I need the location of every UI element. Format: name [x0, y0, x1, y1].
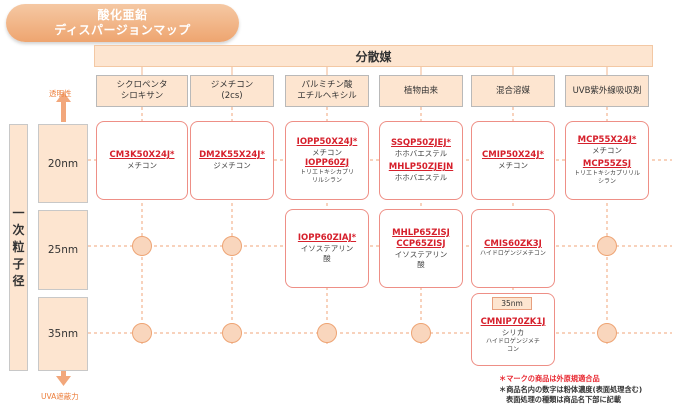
product-name[interactable]: CM3K50X24J* — [109, 150, 175, 160]
product-card-mhlp65zisj[interactable]: MHLP65ZISJ CCP65ZISJ イソステアリン 酸 — [379, 209, 463, 288]
row-label-25nm: 25nm — [38, 210, 88, 290]
uva-shielding-label: UVA遮蔽力 — [41, 392, 79, 401]
product-treatment: ホホバエステル — [394, 173, 448, 182]
column-header-line: パルミチン酸 — [301, 80, 353, 90]
product-name[interactable]: IOPP60ZJ — [304, 157, 349, 168]
title-line-1: 酸化亜鉛 — [97, 8, 148, 22]
product-treatment: イソステアリン — [394, 249, 448, 259]
column-header-dimethicone: ジメチコン (2cs) — [190, 75, 274, 107]
product-card-dm2k55x24j[interactable]: DM2K55X24J* ジメチコン — [190, 121, 274, 200]
arrow-head-up — [56, 92, 71, 102]
title-line-2: ディスパージョンマップ — [54, 23, 191, 37]
product-treatment: ハイドロゲンジメチコン — [480, 250, 546, 257]
column-header-line: (2cs) — [221, 91, 243, 101]
product-name[interactable]: IOPP60ZIAJ* — [297, 233, 357, 243]
product-treatment: メチコン — [127, 161, 157, 170]
product-treatment: コン — [506, 346, 519, 353]
product-name[interactable]: DM2K55X24J* — [199, 150, 265, 160]
column-header-line: シクロペンタ — [116, 80, 168, 90]
dispersion-medium-header: 分散媒 — [94, 45, 653, 67]
product-treatment: ホホバエステル — [394, 149, 448, 158]
product-name[interactable]: MCP55ZSJ — [582, 159, 632, 169]
product-card-cm3k50x24j[interactable]: CM3K50X24J* メチコン — [96, 121, 188, 200]
column-header-cyclopentasiloxane: シクロペンタ シロキサン — [96, 75, 188, 107]
row-label-20nm: 20nm — [38, 124, 88, 203]
product-treatment: シリカ — [501, 328, 525, 337]
product-name[interactable]: CMIP50X24J* — [482, 150, 544, 160]
legend-notes: ＊マークの商品は外原規適合品 ＊商品名内の数字は粉体濃度(表面処理含む) 表面処… — [499, 374, 642, 406]
vertical-title-char: 子 — [12, 257, 25, 271]
particle-size-tag: 35nm — [492, 297, 532, 310]
product-name[interactable]: IOPP50X24J* — [296, 136, 358, 147]
product-name[interactable]: MHLP50ZJEJN — [388, 162, 454, 172]
empty-slot-marker — [411, 323, 431, 343]
arrow-head-down — [56, 376, 71, 386]
product-card-cmis60zk3j[interactable]: CMIS60ZK3J ハイドロゲンジメチコン — [471, 209, 555, 288]
column-header-line: 植物由来 — [403, 85, 438, 96]
empty-slot-marker — [132, 323, 152, 343]
column-header-line: 混合溶媒 — [495, 85, 530, 96]
primary-particle-size-title: 一 次 粒 子 径 — [9, 124, 28, 371]
column-header-line: エチルヘキシル — [297, 91, 357, 101]
column-header-mixed-solvent: 混合溶媒 — [471, 75, 555, 107]
vertical-title-char: 径 — [12, 274, 25, 288]
product-name[interactable]: MHLP65ZISJ — [392, 227, 450, 238]
product-treatment: ハイドロゲンジメチ — [486, 338, 540, 345]
transparency-label: 透明性 — [49, 89, 72, 98]
product-treatment: ジメチコン — [213, 161, 251, 170]
product-name[interactable]: CMIS60ZK3J — [484, 239, 542, 249]
column-header-ethylhexyl-palmitate: パルミチン酸 エチルヘキシル — [285, 75, 369, 107]
empty-slot-marker — [222, 236, 242, 256]
column-header-line: ジメチコン — [210, 80, 254, 90]
product-card-iopp50x24j[interactable]: IOPP50X24J* メチコン IOPP60ZJ トリエトキシカプリ リルシラ… — [285, 121, 369, 200]
empty-slot-marker — [132, 236, 152, 256]
note-line-2: ＊商品名内の数字は粉体濃度(表面処理含む) — [499, 384, 643, 394]
product-treatment: メチコン — [312, 147, 342, 157]
product-treatment: シラン — [597, 178, 616, 185]
note-line-1: ＊マークの商品は外原規適合品 — [499, 374, 600, 383]
product-card-ssqp50zjej[interactable]: SSQP50ZJEJ* ホホバエステル MHLP50ZJEJN ホホバエステル — [379, 121, 463, 200]
empty-slot-marker — [222, 323, 242, 343]
product-treatment: 酸 — [417, 259, 425, 269]
product-treatment: イソステアリン — [300, 244, 354, 253]
empty-slot-marker — [597, 236, 617, 256]
product-treatment: リルシラン — [311, 176, 342, 184]
product-name[interactable]: MCP55X24J* — [577, 135, 637, 145]
empty-slot-marker — [597, 323, 617, 343]
column-header-line: シロキサン — [120, 91, 164, 101]
map-title: 酸化亜鉛 ディスパージョンマップ — [6, 4, 239, 42]
note-line-3: 表面処理の種類は商品名下部に記載 — [506, 395, 622, 404]
product-treatment: メチコン — [592, 146, 622, 155]
product-name[interactable]: SSQP50ZJEJ* — [391, 138, 451, 148]
vertical-title-char: 次 — [12, 223, 25, 237]
product-card-cmip50x24j[interactable]: CMIP50X24J* メチコン — [471, 121, 555, 200]
column-header-uvb-absorber: UVB紫外線吸収剤 — [565, 75, 649, 107]
product-name[interactable]: CMNIP70ZK1J — [480, 317, 546, 327]
column-header-plant-derived: 植物由来 — [379, 75, 463, 107]
product-treatment: トリエトキシカプリリル — [573, 170, 640, 177]
row-label-35nm: 35nm — [38, 297, 88, 371]
arrow-shaft-up — [61, 100, 66, 122]
product-name[interactable]: CCP65ZISJ — [396, 238, 446, 249]
product-card-iopp60ziaj[interactable]: IOPP60ZIAJ* イソステアリン 酸 — [285, 209, 369, 288]
empty-slot-marker — [317, 323, 337, 343]
vertical-title-char: 粒 — [12, 240, 25, 254]
product-card-mcp55x24j[interactable]: MCP55X24J* メチコン MCP55ZSJ トリエトキシカプリリル シラン — [565, 121, 649, 200]
arrow-shaft-down — [61, 366, 66, 378]
product-treatment: 酸 — [323, 254, 331, 263]
vertical-title-char: 一 — [12, 206, 25, 220]
column-header-line: UVB紫外線吸収剤 — [572, 85, 642, 96]
product-treatment: メチコン — [498, 161, 528, 170]
product-treatment: トリエトキシカプリ — [299, 168, 354, 176]
